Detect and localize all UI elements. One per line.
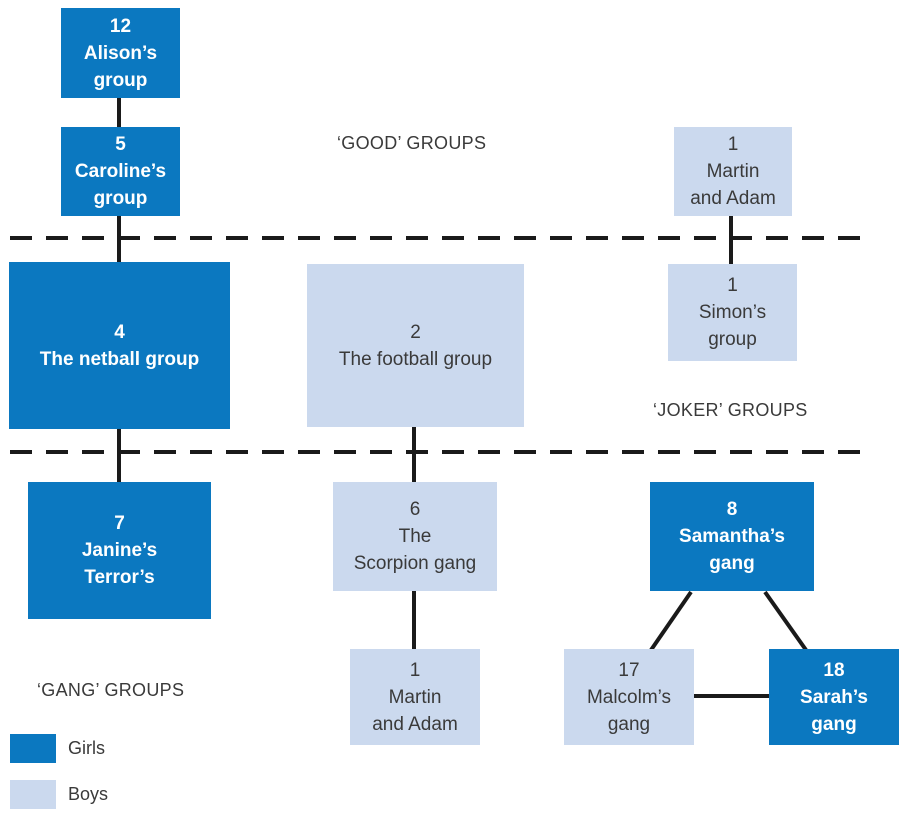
legend-swatch-girls	[10, 734, 56, 763]
node-number: 5	[115, 134, 126, 155]
node-label: and Adam	[372, 713, 458, 735]
node-label: Janine’s	[81, 540, 158, 561]
node-number: 8	[726, 499, 738, 520]
node-label: Martin	[706, 161, 760, 182]
node-number: 12	[109, 15, 132, 37]
node-label: gang	[811, 713, 857, 735]
node-janines-terrors: 7 Janine’s Terror’s	[28, 482, 211, 619]
section-label-good: ‘GOOD’ GROUPS	[337, 133, 487, 153]
link-samantha-sarah	[763, 590, 808, 652]
section-label-gang: ‘GANG’ GROUPS	[37, 680, 185, 700]
node-alisons-group: 12 Alison’s group	[61, 8, 180, 98]
node-number: 2	[410, 321, 421, 343]
node-label: group	[93, 69, 148, 91]
node-label: Scorpion gang	[353, 553, 477, 574]
node-label: Malcolm’s	[586, 686, 672, 708]
node-malcolms-gang: 17 Malcolm’s gang	[564, 649, 694, 745]
node-label: Sarah’s	[800, 686, 868, 708]
link-samantha-malcolm	[649, 590, 693, 652]
node-label: Simon’s	[698, 302, 767, 323]
node-label: Samantha’s	[679, 526, 785, 547]
node-label: The	[398, 526, 432, 547]
node-netball-group: 4 The netball group	[9, 262, 230, 429]
node-number: 17	[618, 659, 640, 681]
node-label: Alison’s	[83, 42, 158, 64]
legend-label-boys: Boys	[68, 784, 109, 804]
node-label: and Adam	[690, 188, 776, 209]
node-label: Terror’s	[84, 567, 155, 588]
node-number: 6	[409, 499, 421, 520]
node-football-group: 2 The football group	[307, 264, 524, 427]
node-label: The netball group	[39, 348, 200, 370]
node-number: 1	[727, 134, 739, 155]
node-martin-and-adam-good: 1 Martin and Adam	[674, 127, 792, 216]
node-label: The football group	[338, 348, 493, 370]
node-number: 7	[114, 513, 125, 534]
legend-swatch-boys	[10, 780, 56, 809]
node-number: 1	[727, 275, 738, 296]
node-number: 18	[823, 659, 845, 681]
node-number: 1	[409, 659, 421, 681]
node-label: group	[708, 329, 757, 350]
node-label: Caroline’s	[74, 161, 167, 182]
node-number: 4	[114, 321, 125, 343]
section-label-joker: ‘JOKER’ GROUPS	[653, 400, 808, 420]
node-carolines-group: 5 Caroline’s group	[61, 127, 180, 216]
node-sarahs-gang: 18 Sarah’s gang	[769, 649, 899, 745]
node-scorpion-gang: 6 The Scorpion gang	[333, 482, 497, 591]
node-label: Martin	[388, 686, 442, 708]
node-label: group	[93, 188, 148, 209]
node-label: gang	[607, 713, 651, 735]
legend-label-girls: Girls	[68, 738, 105, 758]
node-simons-group: 1 Simon’s group	[668, 264, 797, 361]
node-martin-and-adam-gang: 1 Martin and Adam	[350, 649, 480, 745]
node-samanthas-gang: 8 Samantha’s gang	[650, 482, 814, 591]
node-label: gang	[709, 553, 755, 574]
